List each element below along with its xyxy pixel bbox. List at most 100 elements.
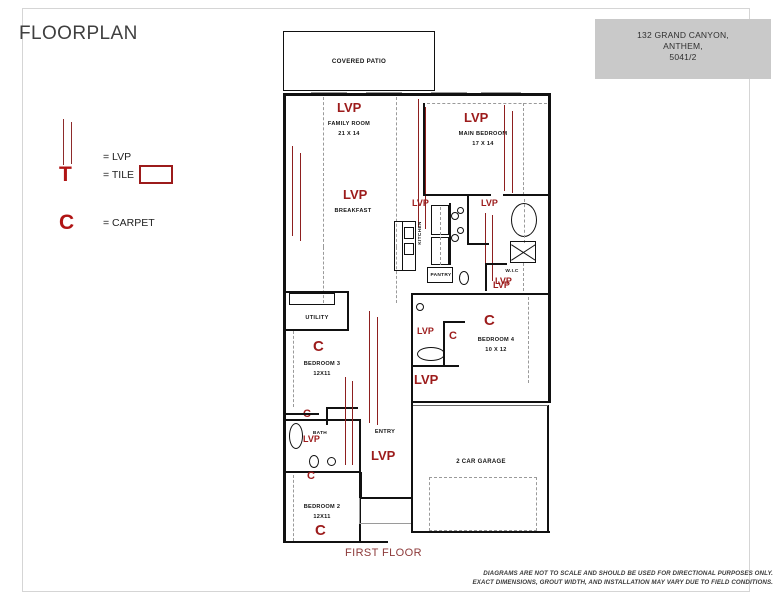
marker-lvp-bath4: LVP — [417, 326, 434, 336]
kitchen-island — [394, 221, 416, 271]
dim-bedroom-4: 10 X 12 — [485, 347, 507, 353]
marker-c-bed4-hall: C — [449, 330, 457, 342]
hatch-mainbath-2 — [492, 215, 493, 281]
wall-bath-bottom — [467, 243, 489, 245]
marker-c-bed2-hall: C — [307, 470, 315, 482]
toilet-hall — [309, 455, 319, 468]
label-entry: ENTRY — [374, 429, 396, 435]
address-line-2: ANTHEM, — [663, 41, 703, 51]
dim-bedroom-2: 12X11 — [313, 514, 331, 520]
hatch-entry-left-1 — [345, 377, 346, 465]
hatch-mainbed-2 — [512, 111, 513, 193]
marker-lvp-bath2: LVP — [303, 434, 320, 444]
wall-hall-3b — [326, 407, 358, 409]
cooktop-burner-2 — [451, 234, 459, 242]
wall-bath4-bottom — [411, 365, 459, 367]
hatch-lines-icon — [61, 119, 79, 165]
marker-lvp-kitchen: LVP — [412, 198, 429, 208]
marker-lvp-hall4: LVP — [414, 372, 439, 387]
dash-mainbed-right — [523, 103, 524, 195]
label-covered-patio: COVERED PATIO — [331, 58, 387, 65]
dash-tub-center — [524, 199, 525, 243]
legend-label-carpet: = CARPET — [103, 217, 155, 229]
label-pantry: PANTRY — [430, 273, 452, 278]
wall-right-lower — [548, 291, 551, 403]
dash-breakfast-left — [323, 247, 324, 303]
window-top-4 — [481, 92, 521, 93]
sink-bath4 — [416, 303, 424, 311]
hatch-family-2 — [300, 153, 301, 241]
wall-bath-left — [467, 196, 469, 244]
hatch-family-1 — [292, 146, 293, 236]
wall-bath2-top — [283, 419, 361, 421]
dash-bed3-left — [293, 331, 294, 407]
address-line-1: 132 GRAND CANYON, — [637, 30, 729, 40]
marker-c-bedroom3: C — [313, 338, 324, 355]
wall-garage-bottom — [411, 531, 550, 534]
page-title: FLOORPLAN — [19, 23, 138, 44]
marker-lvp-mainbath: LVP — [481, 198, 498, 208]
label-bath: BATH — [312, 431, 328, 436]
wall-left-upper — [283, 93, 286, 293]
dash-family-right — [396, 97, 397, 247]
marker-lvp-hall-upper: LVP — [493, 280, 510, 290]
bathtub-hall — [289, 423, 303, 449]
cooktop-burner-1 — [451, 212, 459, 220]
sheet-border: FLOORPLAN 132 GRAND CANYON, ANTHEM, 5041… — [19, 8, 773, 592]
label-wic: W.I.C — [505, 269, 519, 274]
hatch-center-1 — [418, 99, 419, 227]
wall-entry-bottom — [360, 497, 412, 499]
wall-garage-left — [411, 405, 414, 533]
wall-bath4-right — [443, 321, 445, 367]
label-breakfast: BREAKFAST — [334, 208, 372, 214]
wall-top — [283, 93, 551, 96]
label-utility: UTILITY — [305, 315, 329, 321]
label-bedroom-2: BEDROOM 2 — [303, 504, 341, 510]
dash-bed4-right — [528, 297, 529, 383]
wall-bath2-bottom — [283, 471, 361, 473]
vanity-sink-2 — [457, 227, 464, 234]
sink-basin-1 — [404, 227, 414, 239]
wall-mainbed-bottom — [423, 194, 491, 197]
disclaimer-line-1: DIAGRAMS ARE NOT TO SCALE AND SHOULD BE … — [483, 570, 773, 577]
label-garage: 2 CAR GARAGE — [456, 459, 506, 465]
legend-item-lvp: = LVP — [41, 119, 221, 169]
window-top-3 — [431, 92, 467, 93]
address-line-3: 5041/2 — [669, 52, 697, 62]
tile-letter-icon: T — [59, 163, 72, 186]
marker-lvp-family: LVP — [337, 100, 362, 115]
wall-hall-3 — [326, 407, 328, 425]
marker-c-bedroom4: C — [484, 312, 495, 329]
wall-kitchen-right — [449, 203, 451, 265]
wall-bath2-right — [359, 419, 361, 473]
marker-lvp-entry: LVP — [371, 448, 396, 463]
label-kitchen: KITCHEN — [418, 221, 423, 245]
legend-label-tile: = TILE — [103, 169, 135, 181]
wall-utility-right — [347, 291, 349, 329]
label-bedroom-3: BEDROOM 3 — [303, 361, 341, 367]
wall-utility-top — [283, 291, 347, 294]
wall-left-lower — [283, 291, 286, 543]
marker-lvp-mainbed: LVP — [464, 110, 489, 125]
marker-c-bedroom2: C — [315, 522, 326, 539]
dim-bedroom-3: 12X11 — [313, 371, 331, 377]
vanity-sink-1 — [457, 207, 464, 214]
address-box: 132 GRAND CANYON, ANTHEM, 5041/2 — [595, 19, 771, 79]
hatch-mainbed-1 — [504, 105, 505, 191]
wall-mainbed-left — [423, 103, 426, 195]
wall-hall4-bottom — [411, 401, 550, 403]
marker-lvp-breakfast: LVP — [343, 187, 368, 202]
wall-wic-top — [485, 263, 507, 265]
first-floor-label: FIRST FLOOR — [345, 547, 422, 559]
bathtub-bath4 — [417, 347, 445, 361]
dash-wic-right — [523, 263, 524, 291]
legend: = LVP T = TILE C = CARPET — [41, 119, 221, 265]
dash-bed2-left — [293, 475, 294, 541]
label-family-room: FAMILY ROOM — [327, 121, 371, 127]
hatch-mainbath-1 — [485, 213, 486, 283]
wall-wic-left — [485, 263, 487, 291]
room-covered-patio — [283, 31, 435, 91]
sink-basin-2 — [404, 243, 414, 255]
dash-mainbed-top — [427, 103, 547, 104]
